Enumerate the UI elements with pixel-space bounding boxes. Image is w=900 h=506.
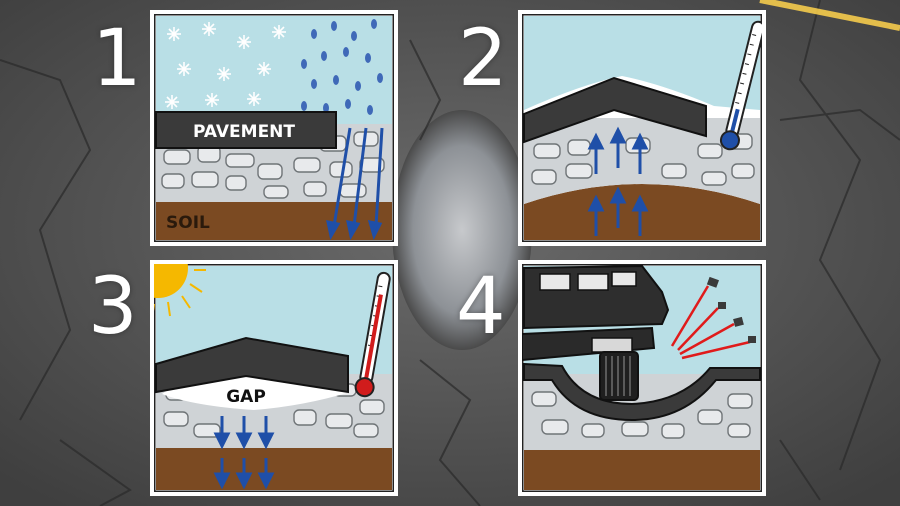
- panel-3-illustration: GAP: [154, 264, 394, 492]
- debris-streaks: [670, 276, 756, 360]
- panel-step-4: [518, 260, 766, 496]
- raindrop-icon: [301, 19, 383, 115]
- heaved-pavement: [523, 76, 707, 144]
- panel-2-illustration: [522, 14, 762, 242]
- meltwater-arrows: [213, 416, 275, 490]
- sagging-pavement: [155, 336, 349, 394]
- panel-1-illustration: PAVEMENT SOIL: [154, 14, 394, 242]
- water-seep-arrows: [326, 127, 384, 241]
- panel-step-1: PAVEMENT SOIL: [150, 10, 398, 246]
- panel-step-2: [518, 10, 766, 246]
- snowflake-icon: [165, 22, 286, 109]
- step-number-1: 1: [92, 14, 142, 104]
- sun-icon: [154, 264, 206, 317]
- soil-label: SOIL: [166, 213, 210, 233]
- frost-heave-arrows: [587, 126, 649, 236]
- step-number-3: 3: [88, 262, 138, 352]
- thermometer-icon: [354, 271, 391, 398]
- panel-step-3: GAP: [150, 260, 398, 496]
- pavement-label: PAVEMENT: [193, 122, 295, 142]
- car-tire-icon: [522, 264, 670, 401]
- step-number-2: 2: [458, 14, 508, 104]
- step-number-4: 4: [456, 262, 506, 352]
- thermometer-icon: [719, 20, 762, 151]
- gap-label: GAP: [226, 387, 266, 407]
- pavement-layer: [155, 111, 337, 149]
- panel-4-illustration: [522, 264, 762, 492]
